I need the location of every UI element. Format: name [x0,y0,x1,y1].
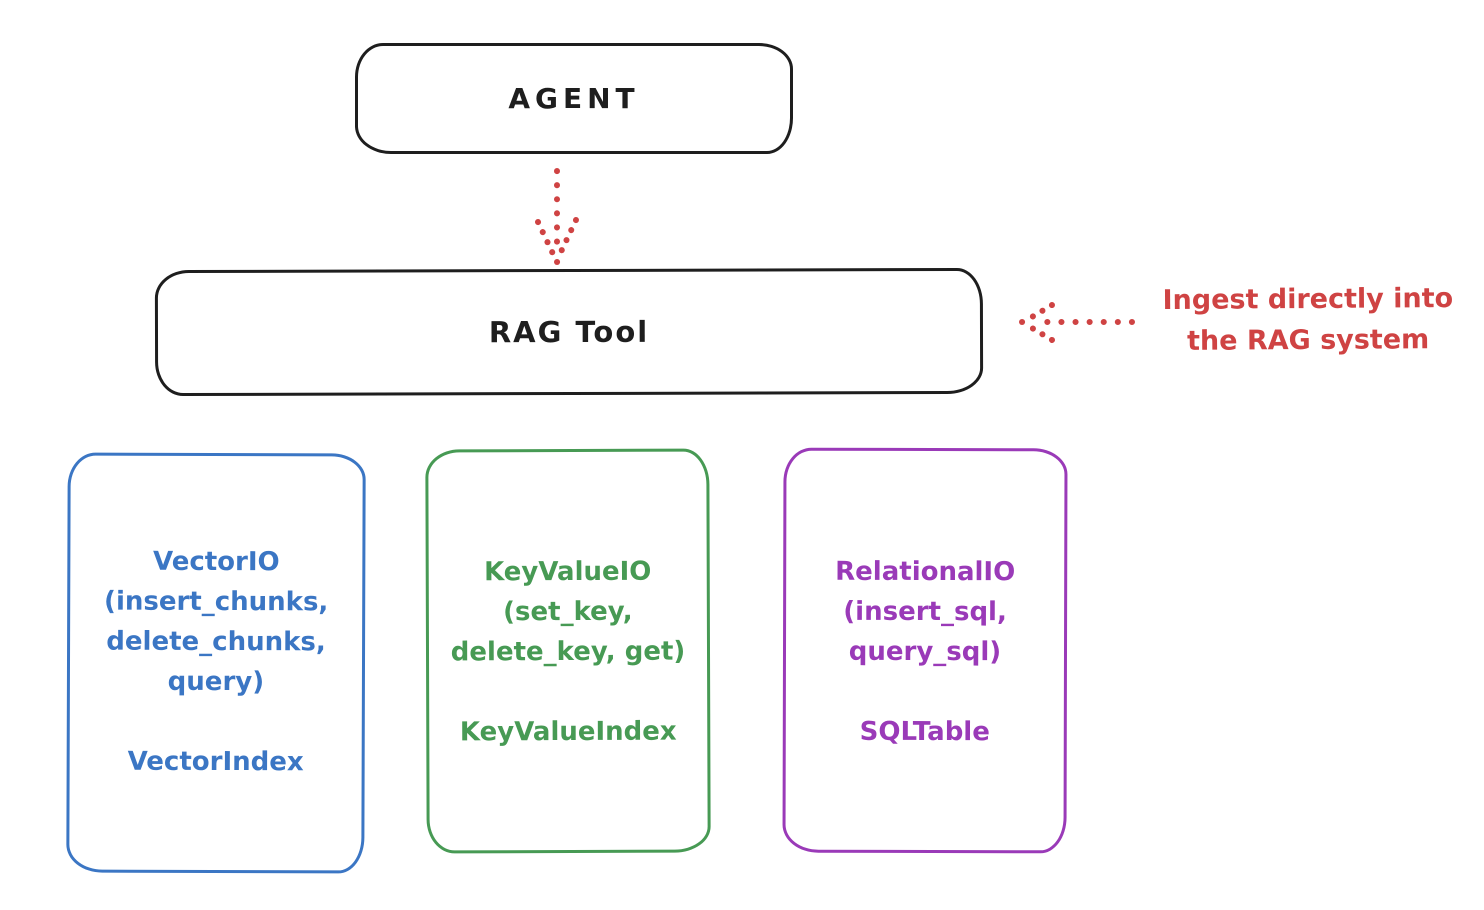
ingest-annotation-line2: the RAG system [1186,324,1430,357]
key-value-io-node: KeyValueIO (set_key, delete_key, get) Ke… [425,448,711,854]
vector-io-index: VectorIndex [127,746,304,778]
rag-tool-label: RAG Tool [488,314,650,350]
agent-node: AGENT [355,43,793,154]
ingest-arrow [1019,302,1135,343]
key-value-io-body: KeyValueIO (set_key, delete_key, get) [450,556,686,668]
relational-io-node: RelationalIO (insert_sql, query_sql) SQL… [782,447,1068,854]
ingest-annotation-line1: Ingest directly into [1162,282,1454,317]
ingest-annotation: Ingest directly into the RAG system [1140,278,1477,362]
agent-label: AGENT [508,82,640,115]
relational-io-index: SQLTable [859,716,990,748]
key-value-io-index: KeyValueIndex [459,716,677,748]
relational-io-body: RelationalIO (insert_sql, query_sql) [835,556,1016,668]
vector-io-node: VectorIO (insert_chunks, delete_chunks, … [66,452,366,874]
vector-io-body: VectorIO (insert_chunks, delete_chunks, … [104,546,329,698]
rag-tool-node: RAG Tool [154,267,984,397]
agent-to-rag-tool-arrow [535,168,579,265]
